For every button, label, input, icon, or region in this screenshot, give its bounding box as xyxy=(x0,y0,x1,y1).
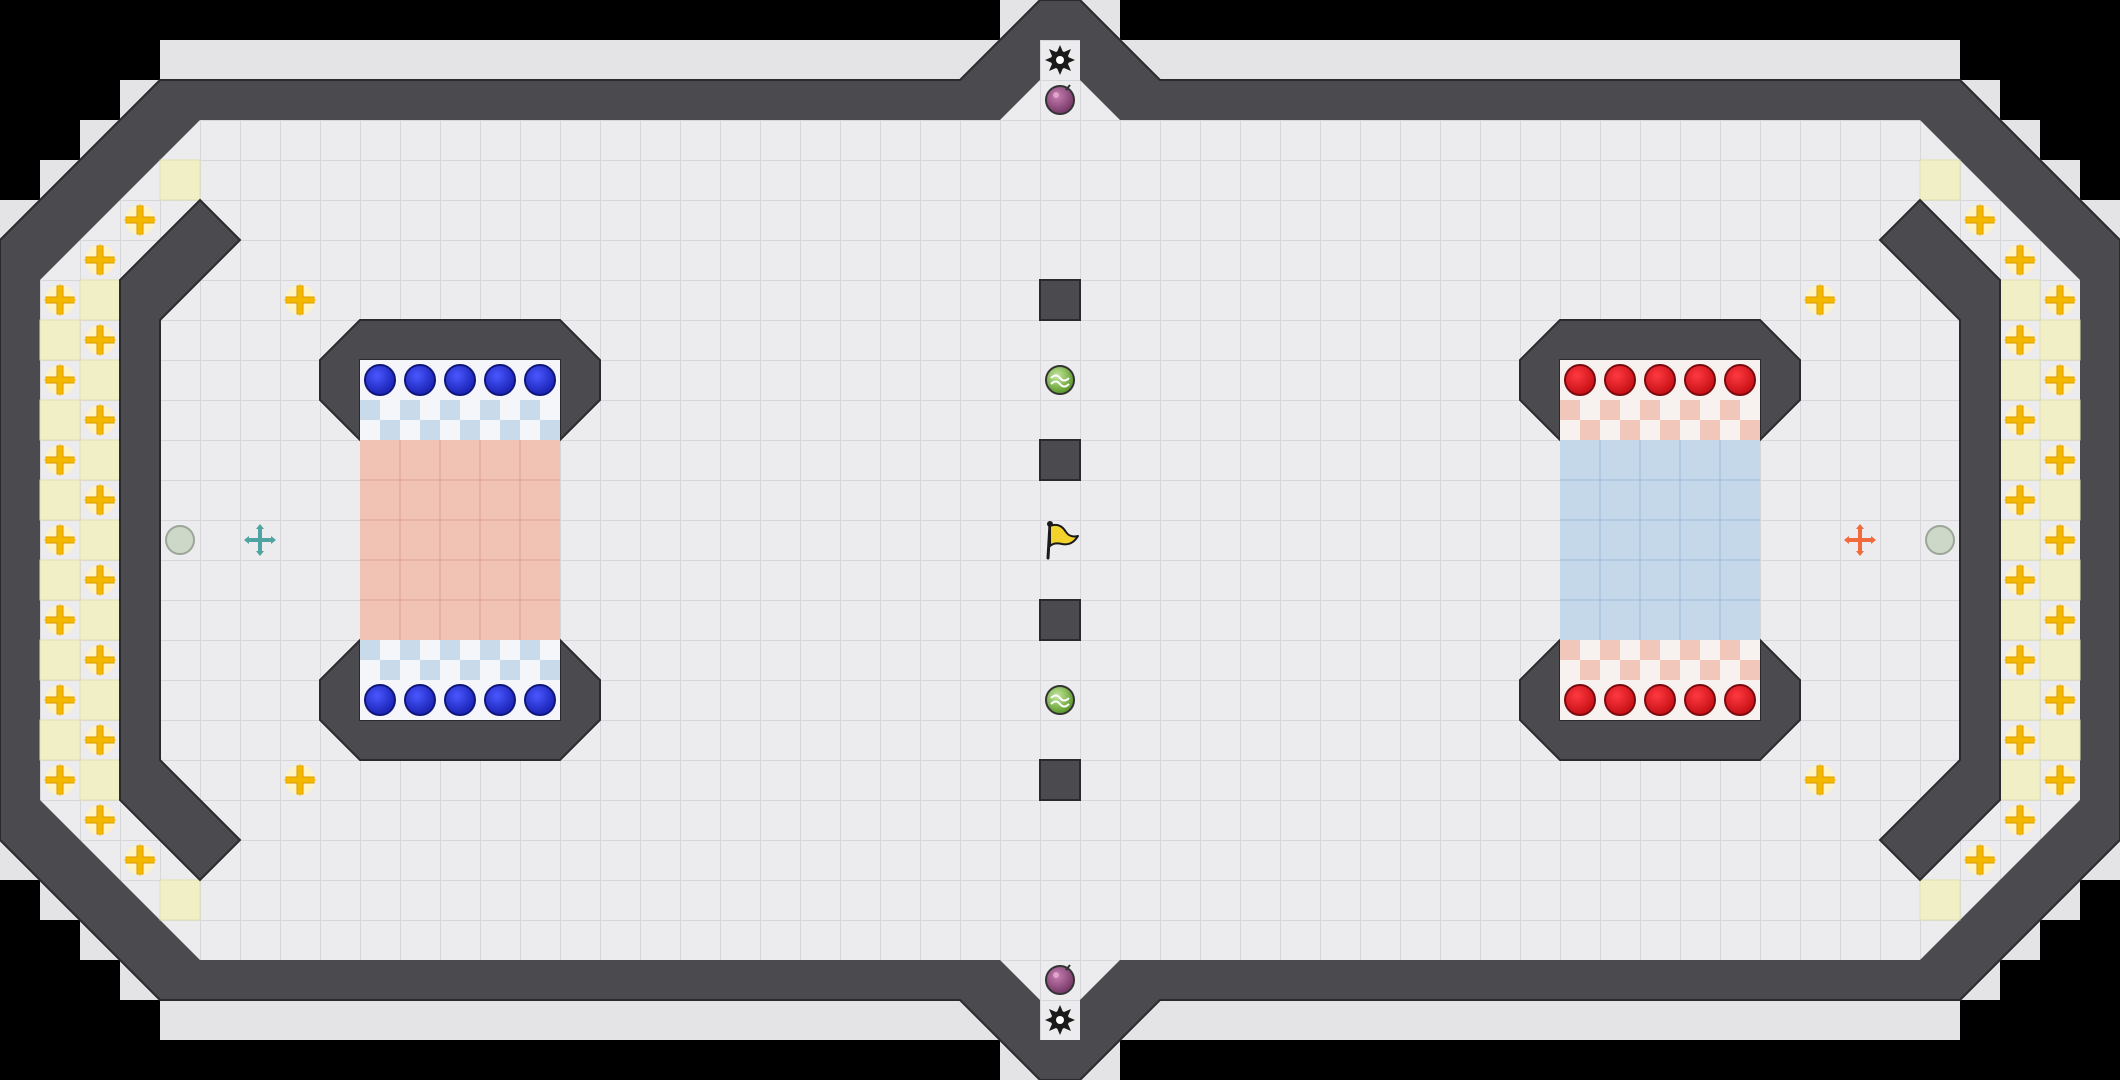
blue-ball[interactable] xyxy=(524,684,556,716)
blue-base xyxy=(319,319,601,761)
blue-ball[interactable] xyxy=(524,364,556,396)
red-ball[interactable] xyxy=(1684,364,1716,396)
red-ball[interactable] xyxy=(1564,684,1596,716)
bomb-icon[interactable] xyxy=(1045,84,1075,115)
neutral-marker xyxy=(165,525,195,555)
red-score-zone xyxy=(360,440,560,640)
flag-icon[interactable] xyxy=(1046,521,1079,560)
blue-ball[interactable] xyxy=(484,684,516,716)
red-team-balls[interactable] xyxy=(1564,364,1756,716)
blue-ball[interactable] xyxy=(364,364,396,396)
red-base xyxy=(1519,319,1801,761)
red-ball[interactable] xyxy=(1564,364,1596,396)
red-ball[interactable] xyxy=(1644,364,1676,396)
neutral-marker xyxy=(1925,525,1955,555)
spike-icon xyxy=(1045,1005,1075,1035)
red-ball[interactable] xyxy=(1724,364,1756,396)
blue-ball[interactable] xyxy=(444,364,476,396)
powerup-icon[interactable] xyxy=(1045,685,1075,715)
blue-team-balls[interactable] xyxy=(364,364,556,716)
red-ball[interactable] xyxy=(1724,684,1756,716)
red-ball[interactable] xyxy=(1644,684,1676,716)
blue-ball[interactable] xyxy=(444,684,476,716)
blue-ball[interactable] xyxy=(484,364,516,396)
bomb-icon[interactable] xyxy=(1045,964,1075,995)
spike-icon xyxy=(1045,45,1075,75)
blue-ball[interactable] xyxy=(364,684,396,716)
red-ball[interactable] xyxy=(1604,364,1636,396)
powerup-icon[interactable] xyxy=(1045,365,1075,395)
tan-tiles xyxy=(39,159,2081,921)
inner-side-walls xyxy=(119,198,2001,882)
blue-ball[interactable] xyxy=(404,364,436,396)
red-ball[interactable] xyxy=(1604,684,1636,716)
blue-score-zone xyxy=(1560,440,1760,640)
team-boost-blue-icon[interactable] xyxy=(244,524,276,556)
team-boost-red-icon[interactable] xyxy=(1844,524,1876,556)
center-blocks xyxy=(1039,279,1081,801)
red-ball[interactable] xyxy=(1684,684,1716,716)
blue-ball[interactable] xyxy=(404,684,436,716)
